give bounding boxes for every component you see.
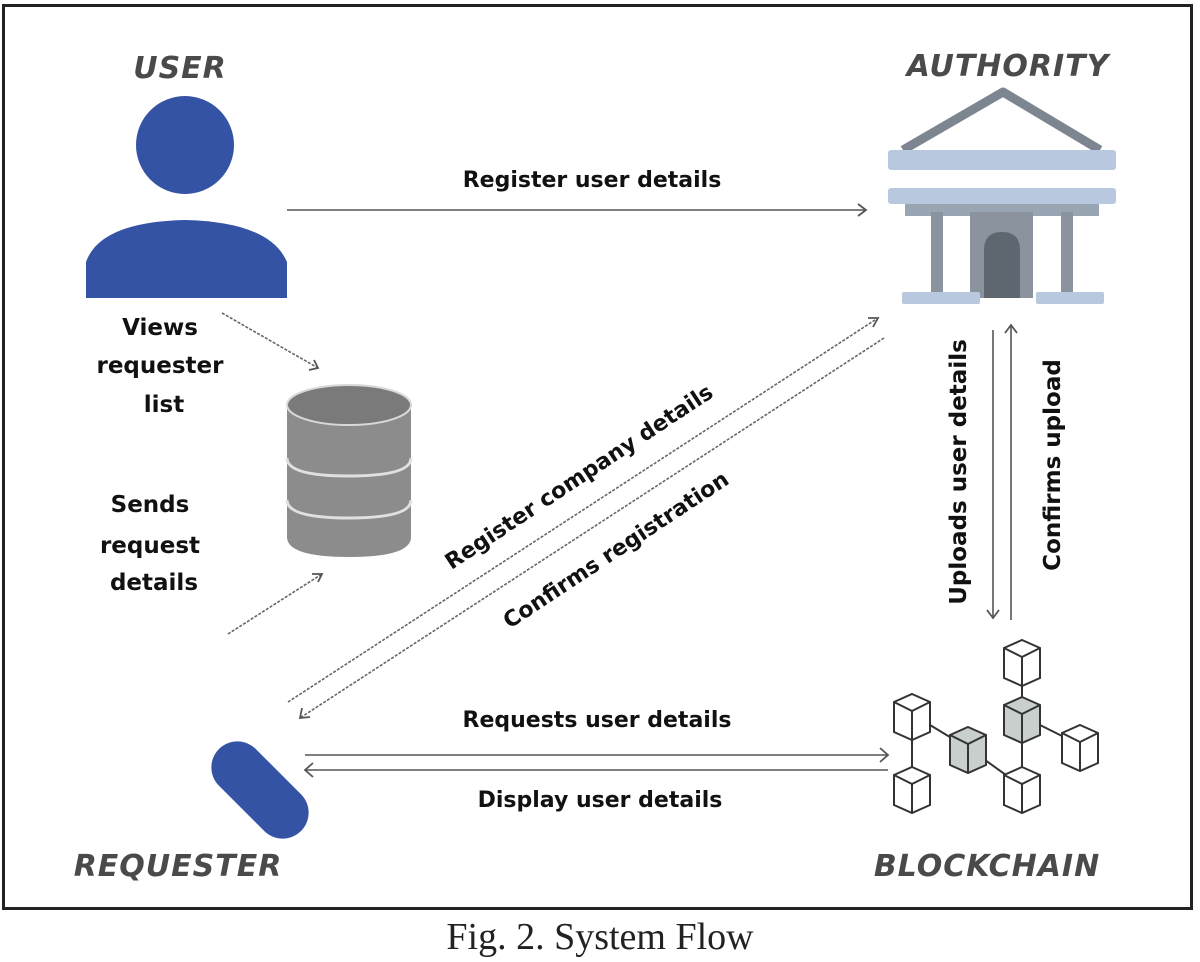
db-ring-1 <box>285 457 413 478</box>
arrow-line <box>299 337 885 719</box>
arrowhead-icon <box>868 317 880 328</box>
block-cube-icon <box>1003 638 1041 688</box>
bank-building-icon <box>888 87 1116 304</box>
authority-node: AUTHORITY <box>888 49 1116 304</box>
block-cube-icon <box>1061 723 1099 773</box>
user-label: USER <box>133 51 227 86</box>
column-right <box>1061 212 1073 298</box>
figure-caption: Fig. 2. System Flow <box>446 916 754 958</box>
register-company-details-label: Register company details <box>441 380 718 575</box>
arrow-line <box>227 573 323 635</box>
arrowhead-icon <box>298 707 311 720</box>
base-right <box>1036 292 1104 304</box>
arrowhead-icon <box>857 203 868 217</box>
requests-user-details-label: Requests user details <box>463 708 732 733</box>
requester-body <box>211 741 309 839</box>
block-cube-icon <box>893 692 931 742</box>
requester-node: REQUESTER <box>74 741 309 884</box>
entablature <box>888 188 1116 204</box>
flow-requests-user-details: Requests user details <box>305 708 890 763</box>
sends-request-details-label: Sends request details <box>100 492 208 596</box>
flow-views-requester-list: Views requester list <box>96 312 320 418</box>
flow-confirms-upload: Confirms upload <box>1004 323 1066 620</box>
blockchain-node: BLOCKCHAIN <box>874 638 1100 884</box>
block-cube-icon <box>1003 765 1041 815</box>
db-ring-2 <box>285 499 413 520</box>
flow-display-user-details: Display user details <box>303 762 888 813</box>
flow-sends-request-details: Sends request details <box>100 492 324 635</box>
arrowhead-icon <box>1004 323 1018 334</box>
column-left <box>931 212 943 298</box>
user-node: USER <box>86 51 287 298</box>
person-body <box>86 220 287 298</box>
roof <box>900 87 1103 154</box>
roof-beam <box>888 150 1116 170</box>
block-cube-icon <box>893 765 931 815</box>
database-icon <box>285 384 413 557</box>
authority-label: AUTHORITY <box>905 49 1112 84</box>
arrowhead-icon <box>312 573 324 583</box>
database-node <box>285 384 413 557</box>
person-icon <box>86 96 287 298</box>
blockchain-label: BLOCKCHAIN <box>874 849 1100 884</box>
arrow-line <box>221 312 319 369</box>
db-body <box>287 405 411 557</box>
arrow-line <box>287 317 879 703</box>
register-user-details-label: Register user details <box>463 168 722 193</box>
flow-uploads-user-details: Uploads user details <box>946 330 1000 620</box>
person-tilted-icon <box>211 741 309 839</box>
requester-label: REQUESTER <box>74 849 283 884</box>
arrowhead-icon <box>879 747 890 763</box>
flow-register-user-details: Register user details <box>287 168 868 217</box>
cornice <box>905 204 1099 216</box>
arrowhead-icon <box>308 359 320 371</box>
arrowhead-icon <box>303 762 314 778</box>
confirms-upload-label: Confirms upload <box>1040 359 1066 571</box>
arrowhead-icon <box>986 609 1000 620</box>
db-top <box>286 384 412 426</box>
views-requester-list-label: Views requester list <box>96 315 231 418</box>
display-user-details-label: Display user details <box>478 788 723 813</box>
person-head <box>136 96 234 194</box>
block-cube-icon <box>949 725 987 775</box>
blockchain-cubes-icon <box>893 638 1099 815</box>
block-cube-icon <box>1003 695 1041 745</box>
doorway <box>984 232 1020 298</box>
uploads-user-details-label: Uploads user details <box>946 339 972 605</box>
base-left <box>902 292 980 304</box>
